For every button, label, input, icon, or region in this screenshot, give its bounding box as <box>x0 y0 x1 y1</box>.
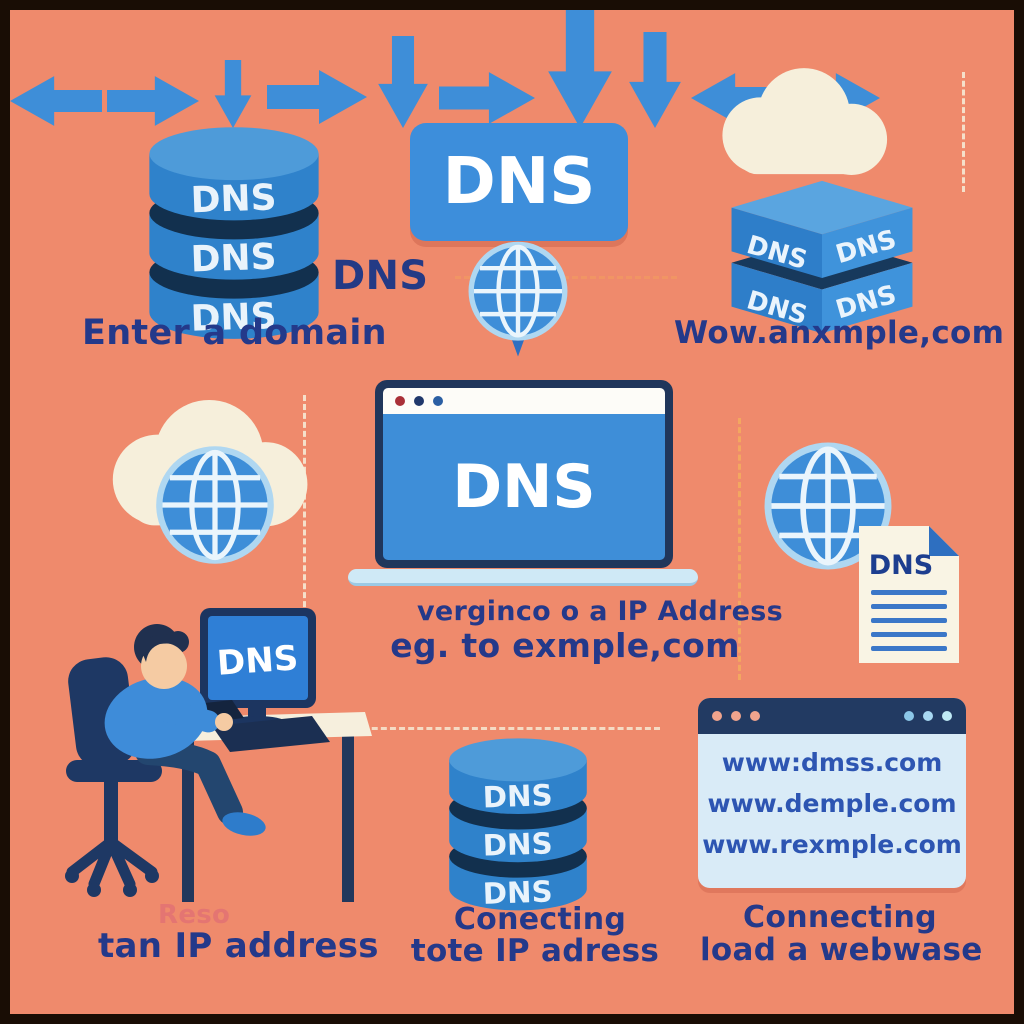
laptop-screen: DNS <box>383 414 665 560</box>
db-disk-label: DNS <box>482 874 553 910</box>
laptop-base <box>348 569 698 586</box>
db-disk-label: DNS <box>190 237 277 281</box>
arrow-left-icon <box>690 73 783 123</box>
browser-dot-icon <box>731 711 741 721</box>
browser-titlebar <box>698 698 966 734</box>
browser-dot-icon <box>942 711 952 721</box>
enter-domain-caption: Enter a domain <box>82 313 387 353</box>
window-dot-navy-icon <box>414 396 424 406</box>
dashed-line-vertical-edge <box>962 72 965 192</box>
server-slab-stack-icon: DNS DNS DNS DNS <box>731 180 913 334</box>
laptop-titlebar <box>383 388 665 414</box>
db-disk-label: DNS <box>190 296 277 340</box>
url-entry: www.demple.com <box>707 789 957 818</box>
dns-title-box: DNS <box>410 123 628 241</box>
ip-address-caption: tan IP address <box>98 926 379 966</box>
domain-caption: Wow.anxmple,com <box>674 315 1005 351</box>
window-dot-red-icon <box>395 396 405 406</box>
dashed-line-vertical-right <box>738 418 741 680</box>
arrow-right-icon <box>439 72 536 124</box>
url-entry: www:dmss.com <box>721 748 943 777</box>
laptop-icon: DNS <box>375 380 673 568</box>
dashed-line-vertical-left <box>303 395 306 643</box>
arrow-right-icon <box>107 76 200 126</box>
browser-body: www:dmss.com www.demple.com www.rexmple.… <box>698 734 966 865</box>
browser-dot-icon <box>923 711 933 721</box>
arrow-down-icon <box>628 32 681 128</box>
ip-address-caption-line2: eg. to exmple,com <box>390 626 740 665</box>
globe-icon <box>156 446 274 564</box>
arrow-left-icon <box>10 76 102 126</box>
browser-dot-icon <box>750 711 760 721</box>
document-title: DNS <box>869 550 933 581</box>
url-entry: www.rexmple.com <box>702 830 962 859</box>
laptop-screen-label: DNS <box>452 452 596 522</box>
arrow-right-icon <box>267 70 368 124</box>
browser-window: www:dmss.com www.demple.com www.rexmple.… <box>698 698 966 888</box>
ghost-text: Reso <box>158 900 231 930</box>
browser-dot-icon <box>712 711 722 721</box>
dashed-line-horizontal-top <box>455 276 677 279</box>
window-dot-blue-icon <box>433 396 443 406</box>
arrow-down-icon <box>378 36 429 128</box>
dns-side-label: DNS <box>332 253 429 299</box>
globe-icon <box>468 241 568 357</box>
person-at-desk-illustration: DNS <box>65 608 372 902</box>
db-disk-label: DNS <box>482 778 553 814</box>
browser-dot-icon <box>904 711 914 721</box>
db-disk-label: DNS <box>190 177 277 221</box>
arrow-down-icon <box>547 10 612 128</box>
database-stack-icon: DNS DNS DNS <box>449 738 587 911</box>
monitor-screen-label: DNS <box>216 638 300 684</box>
dashed-line-horizontal-bottom <box>308 727 660 730</box>
connecting-caption-line1: Conecting <box>453 902 627 937</box>
arrow-down-icon <box>214 60 252 128</box>
db-disk-label: DNS <box>482 826 553 862</box>
load-website-caption-line1: Connecting <box>743 900 937 935</box>
connecting-caption-line2: tote IP adress <box>410 933 660 969</box>
database-stack-icon: DNS DNS DNS <box>149 127 319 340</box>
ip-address-caption-line1: verginco o a IP Address <box>416 596 783 627</box>
cloud-icon <box>722 68 888 175</box>
dns-record-document-icon: DNS <box>859 526 959 663</box>
dns-title-label: DNS <box>442 145 596 219</box>
load-website-caption-line2: load a webwase <box>700 932 983 968</box>
